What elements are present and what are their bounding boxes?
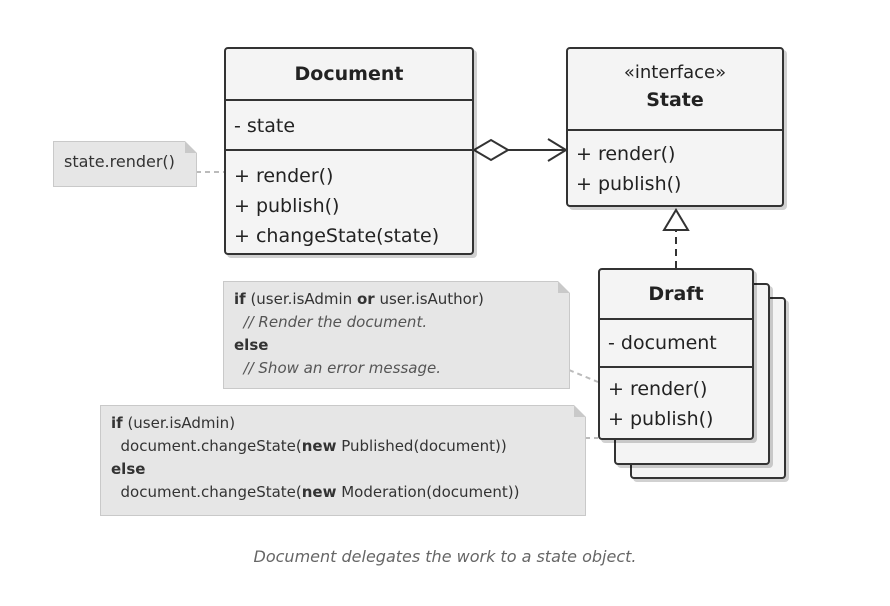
note-draft-publish: if (user.isAdmin) document.changeState(n… — [100, 405, 586, 516]
realization-arrow — [662, 208, 690, 268]
draft-method-publish: + publish() — [608, 408, 714, 430]
keyword-else: else — [234, 336, 269, 354]
code-text: user.isAuthor) — [374, 290, 484, 308]
keyword-if: if — [111, 414, 123, 432]
code-text: document.changeState( — [111, 437, 302, 455]
keyword-new: new — [301, 437, 337, 455]
note-draft-publish-line-4: document.changeState(new Moderation(docu… — [111, 481, 575, 504]
note-draft-publish-line-2: document.changeState(new Published(docum… — [111, 435, 575, 458]
state-interface-header: «interface» State — [568, 49, 782, 129]
state-interface-stereotype: «interface» — [623, 62, 727, 83]
draft-methods: + render() + publish() — [600, 366, 752, 434]
state-interface: «interface» State + render() + publish() — [566, 47, 784, 207]
draft-class: Draft - document + render() + publish() — [598, 268, 754, 440]
state-methods: + render() + publish() — [568, 129, 782, 199]
draft-class-name: Draft — [648, 283, 704, 305]
keyword-or: or — [356, 290, 375, 308]
state-interface-name: State — [646, 89, 704, 111]
figure-caption: Document delegates the work to a state o… — [253, 547, 637, 566]
code-text: Moderation(document)) — [336, 483, 520, 501]
document-class-name: Document — [294, 63, 404, 85]
code-text: (user.isAdmin — [245, 290, 357, 308]
document-methods: + render() + publish() + changeState(sta… — [226, 149, 472, 251]
note-link-draft-render — [568, 369, 599, 383]
note-document-render: state.render() — [53, 141, 197, 187]
document-class: Document - state + render() + publish() … — [224, 47, 474, 255]
state-method-render: + render() — [576, 143, 676, 165]
document-field-state: - state — [234, 115, 296, 137]
realization-triangle — [662, 208, 690, 231]
draft-field-document: - document — [608, 332, 717, 354]
document-method-render: + render() — [234, 165, 334, 187]
state-method-publish: + publish() — [576, 173, 682, 195]
note-draft-render-line-2: // Render the document. — [234, 313, 428, 331]
keyword-if: if — [234, 290, 246, 308]
document-method-changestate: + changeState(state) — [234, 225, 440, 247]
note-draft-publish-line-1: if (user.isAdmin) — [111, 412, 575, 435]
note-draft-publish-line-3: else — [111, 458, 575, 481]
aggregation-diamond — [472, 138, 510, 162]
document-fields: - state — [226, 99, 472, 149]
note-draft-render: if (user.isAdmin or user.isAuthor) // Re… — [223, 281, 570, 389]
code-text: (user.isAdmin) — [122, 414, 236, 432]
code-text: Published(document)) — [336, 437, 507, 455]
document-method-publish: + publish() — [234, 195, 340, 217]
note-draft-render-line-3: else — [234, 334, 559, 357]
note-fold — [558, 281, 570, 293]
note-document-render-text: state.render() — [64, 152, 175, 171]
keyword-else: else — [111, 460, 146, 478]
keyword-new: new — [301, 483, 337, 501]
note-draft-render-line-1: if (user.isAdmin or user.isAuthor) — [234, 288, 559, 311]
note-fold — [185, 141, 197, 153]
note-draft-render-line-4: // Show an error message. — [234, 359, 441, 377]
draft-fields: - document — [600, 318, 752, 366]
note-fold — [574, 405, 586, 417]
code-text: document.changeState( — [111, 483, 302, 501]
draft-method-render: + render() — [608, 378, 708, 400]
aggregation-arrow — [472, 138, 568, 162]
